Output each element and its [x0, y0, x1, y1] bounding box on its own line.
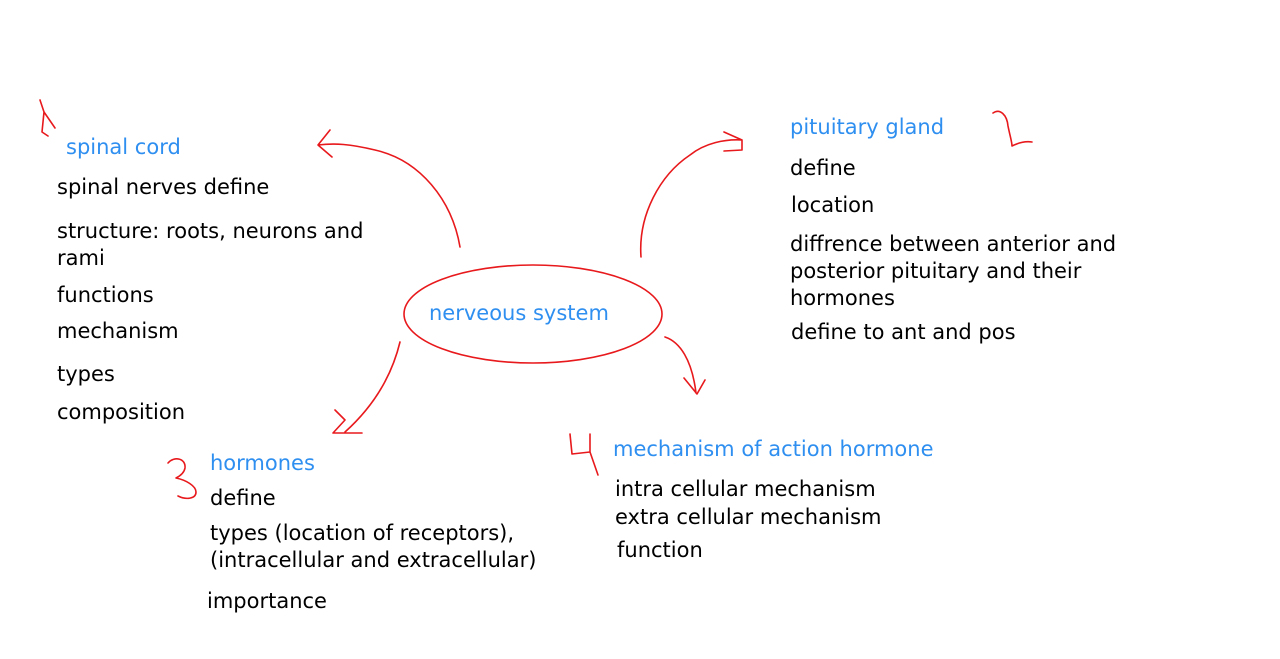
spinal-cord-item: types: [57, 362, 115, 386]
number-4-mark: [569, 433, 599, 476]
spinal-cord-title: spinal cord: [66, 135, 181, 159]
pituitary-item: diffrence between anterior and: [790, 232, 1117, 256]
pituitary-item: location: [791, 193, 875, 217]
hormones-title: hormones: [210, 451, 315, 475]
arrow-to-mechanism: [664, 336, 706, 395]
spinal-cord-item: composition: [57, 400, 186, 424]
arrow-to-pituitary-gland: [639, 131, 743, 258]
hormones-item: importance: [207, 589, 327, 613]
pituitary-item: posterior pituitary and their: [790, 259, 1082, 283]
number-3-mark: [167, 458, 197, 500]
mechanism-item: extra cellular mechanism: [615, 505, 882, 529]
hormones-item: define: [210, 486, 276, 510]
number-1-mark: [39, 99, 56, 137]
mechanism-item: function: [617, 538, 703, 562]
mechanism-item: intra cellular mechanism: [615, 477, 876, 501]
center-ellipse: [403, 264, 663, 364]
number-2-mark: [992, 110, 1033, 147]
pituitary-item: hormones: [790, 286, 895, 310]
spinal-cord-item: rami: [57, 246, 105, 270]
arrow-to-spinal-cord: [317, 129, 461, 248]
hormones-item: types (location of receptors),: [210, 521, 515, 545]
pituitary-gland-title: pituitary gland: [790, 115, 945, 139]
spinal-cord-item: spinal nerves define: [57, 175, 270, 199]
pituitary-item: define to ant and pos: [791, 320, 1016, 344]
hormones-item: (intracellular and extracellular): [210, 548, 537, 572]
center-label: nerveous system: [429, 301, 609, 325]
pituitary-item: define: [790, 156, 856, 180]
spinal-cord-item: mechanism: [57, 319, 179, 343]
spinal-cord-item: structure: roots, neurons and: [57, 219, 364, 243]
mechanism-title: mechanism of action hormone: [613, 437, 934, 461]
arrow-to-hormones: [332, 341, 401, 434]
spinal-cord-item: functions: [57, 283, 154, 307]
